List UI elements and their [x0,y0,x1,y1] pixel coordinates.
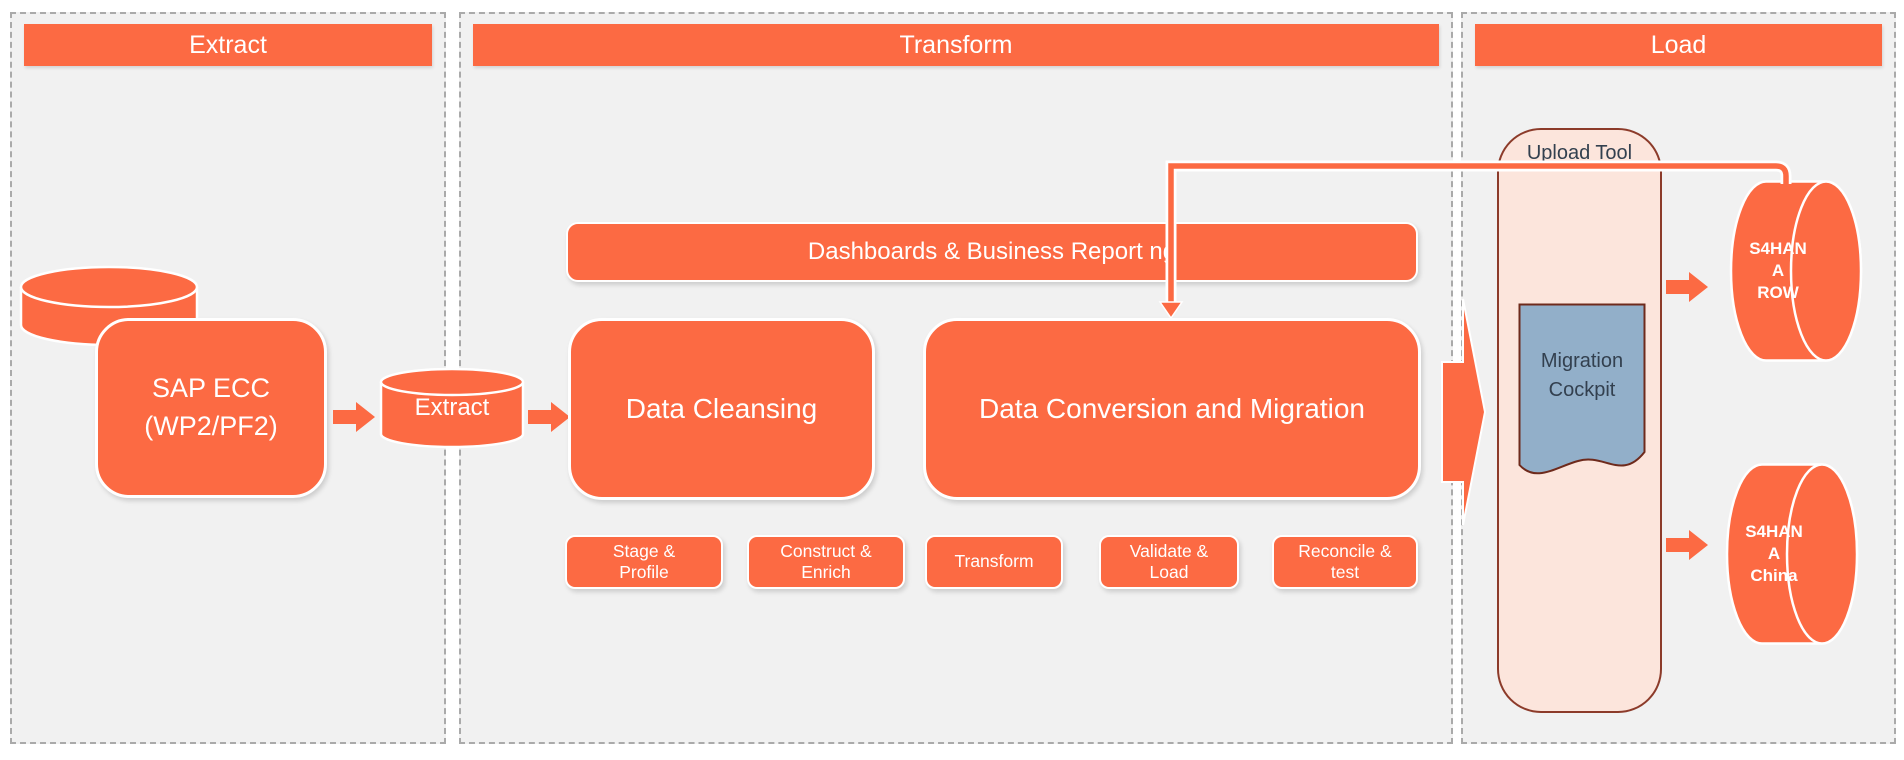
extract-panel-title: Extract [189,30,267,59]
step-label: Stage & Profile [612,540,676,582]
step-stage-profile: Stage & Profile [565,535,723,589]
step-reconcile-test: Reconcile & test [1272,535,1418,589]
arrow-right-icon [333,402,375,432]
arrow-right-icon [528,402,570,432]
reporting-bar-label: Dashboards & Business Report ng [807,238,1177,265]
arrow-right-icon [1666,530,1708,560]
transform-panel-header: Transform [473,24,1439,66]
extract-database-cylinder-icon [379,367,525,449]
step-transform: Transform [925,535,1063,589]
big-arrow-right-icon [1441,298,1487,526]
extract-db-label: Extract [414,394,490,421]
data-cleansing-box: Data Cleansing [568,318,875,500]
step-label: Transform [954,551,1034,572]
sap-ecc-label: SAP ECC (WP2/PF2) [144,373,278,441]
s4hana-row-label: S4HAN A ROW [1749,238,1807,303]
data-conversion-label: Data Conversion and Migration [979,393,1365,424]
arrow-right-icon [1666,272,1708,302]
s4hana-china-label: S4HAN A China [1745,521,1803,586]
migration-cockpit-label: Migration Cockpit [1540,350,1624,401]
extract-panel: Extract [10,12,446,744]
upload-tool-label: Upload Tool [1526,142,1633,164]
data-cleansing-label: Data Cleansing [625,393,818,424]
s4hana-china-database-cylinder-icon [1725,463,1859,645]
load-panel-header: Load [1475,24,1882,66]
step-label: Construct & Enrich [780,540,872,582]
step-construct-enrich: Construct & Enrich [747,535,905,589]
step-label: Validate & Load [1129,540,1209,582]
step-label: Reconcile & test [1298,540,1392,582]
step-validate-load: Validate & Load [1099,535,1239,589]
sap-ecc-source-box: SAP ECC (WP2/PF2) [95,318,327,498]
reporting-bar: Dashboards & Business Report ng [566,222,1418,282]
data-conversion-box: Data Conversion and Migration [923,318,1421,500]
load-panel-title: Load [1650,30,1707,59]
migration-cockpit-document-icon [1518,303,1646,475]
extract-panel-header: Extract [24,24,432,66]
transform-panel-title: Transform [899,30,1013,59]
